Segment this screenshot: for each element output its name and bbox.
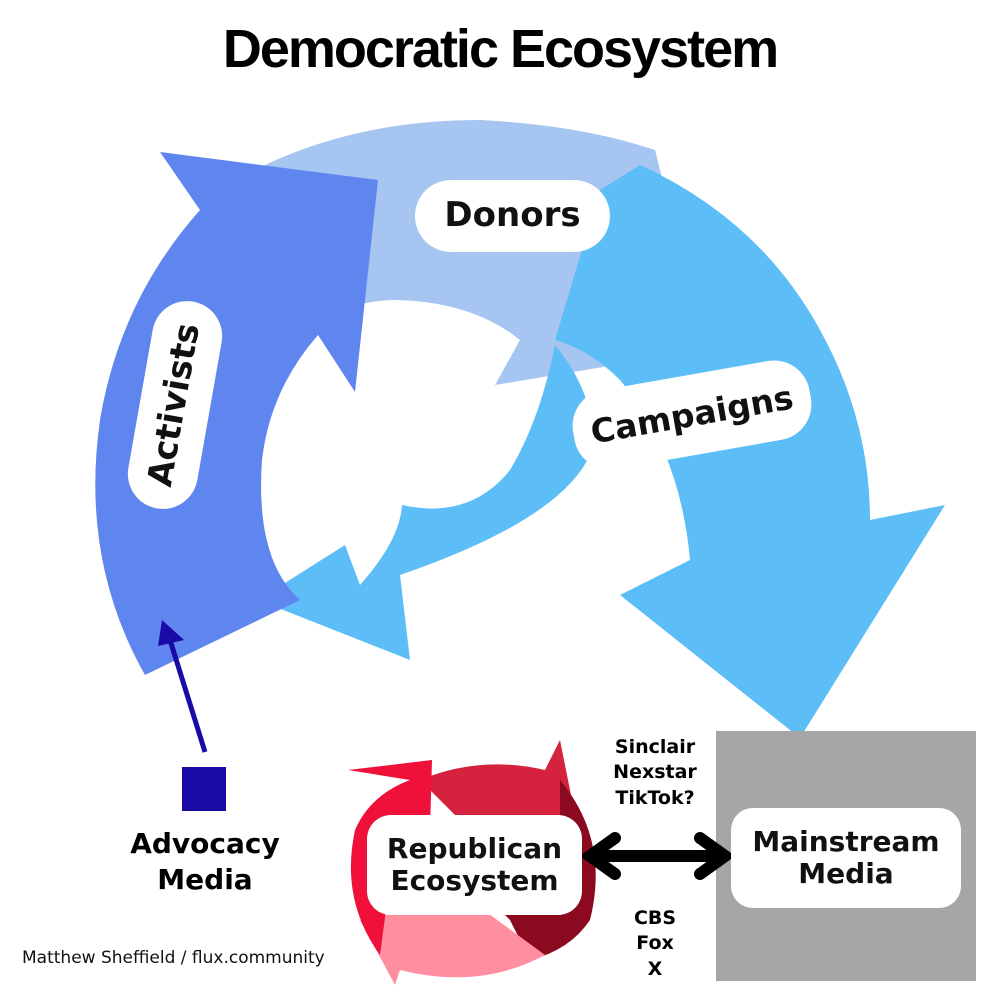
republican-line-2: Ecosystem bbox=[390, 864, 559, 897]
link-nexstar: Nexstar bbox=[613, 761, 697, 784]
republican-line-1: Republican bbox=[386, 831, 563, 865]
advocacy-square-icon bbox=[182, 767, 226, 811]
advocacy-link-arrow bbox=[167, 639, 208, 753]
mainstream-line-2: Media bbox=[798, 857, 894, 890]
page-title: Democratic Ecosystem bbox=[222, 19, 779, 79]
link-x: X bbox=[647, 957, 663, 980]
activists-arrow bbox=[95, 152, 378, 675]
link-fox: Fox bbox=[636, 932, 674, 955]
advocacy-line-1: Advocacy bbox=[130, 827, 280, 860]
links-bottom: CBS Fox X bbox=[600, 906, 710, 982]
advocacy-media-label: Advocacy Media bbox=[110, 826, 300, 899]
return-arrow bbox=[258, 345, 592, 660]
credit: Matthew Sheffield / flux.community bbox=[22, 948, 325, 968]
donors-label: Donors bbox=[415, 180, 610, 252]
links-top: Sinclair Nexstar TikTok? bbox=[600, 735, 710, 811]
advocacy-arrowhead bbox=[158, 620, 184, 646]
mainstream-line-1: Mainstream bbox=[752, 824, 940, 858]
link-tiktok: TikTok? bbox=[615, 786, 695, 809]
republican-label: Republican Ecosystem bbox=[367, 815, 582, 915]
mainstream-label: Mainstream Media bbox=[731, 808, 961, 908]
link-cbs: CBS bbox=[633, 907, 677, 929]
double-arrow bbox=[579, 832, 736, 880]
advocacy-line-2: Media bbox=[157, 863, 253, 897]
link-sinclair: Sinclair bbox=[614, 736, 696, 758]
campaigns-arrow bbox=[555, 165, 945, 738]
